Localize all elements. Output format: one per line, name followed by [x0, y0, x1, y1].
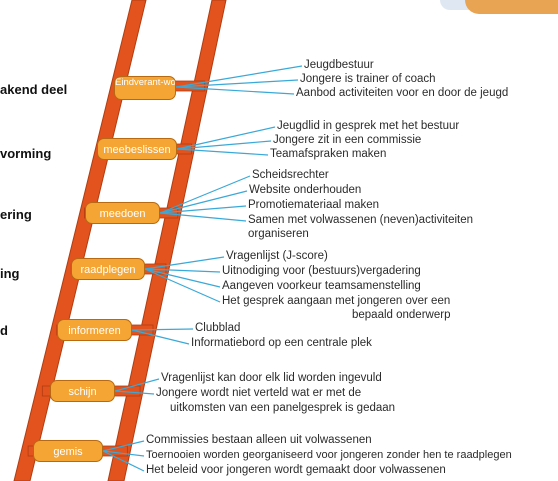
connector-line-6-2	[114, 390, 155, 395]
connector-line-3-2	[159, 190, 248, 214]
corner-decoration-light	[440, 0, 480, 10]
rung-label-schijn: schijn	[50, 380, 115, 402]
rung-label-raadplegen: raadplegen	[71, 258, 145, 280]
connector-line-7-1	[102, 440, 145, 452]
connector-line-4-2	[144, 268, 221, 273]
connector-line-2-2	[176, 140, 272, 150]
connector-line-7-3	[102, 450, 145, 472]
left-label-1: akend deel	[0, 82, 68, 97]
rung-label-gemis: gemis	[33, 440, 103, 462]
connector-line-5-2	[131, 329, 190, 345]
left-label-5: d	[0, 323, 8, 338]
desc-meedoen-3: Promotiemateriaal maken	[248, 199, 380, 211]
desc-meebeslissen-2: Jongere zit in een commissie	[273, 134, 422, 146]
connector-line-4-3	[144, 268, 221, 288]
desc-meedoen-5: organiseren	[248, 228, 309, 240]
connector-line-1-2	[175, 79, 299, 88]
ladder-right-rail	[107, 0, 227, 481]
desc-schijn-2: Jongere wordt niet verteld wat er met de	[156, 387, 362, 399]
desc-gemis-2: Toernooien worden georganiseerd voor jon…	[146, 449, 512, 461]
rung-label-informeren: informeren	[57, 319, 132, 341]
desc-eindverantwoordelijk-1: Jeugdbestuur	[304, 59, 374, 71]
ladder-left-rail	[13, 0, 147, 481]
left-label-3: ering	[0, 207, 32, 222]
connector-line-3-1	[159, 175, 251, 214]
corner-decoration	[465, 0, 558, 14]
connector-line-4-4	[144, 268, 221, 303]
desc-meedoen-2: Website onderhouden	[249, 184, 362, 196]
desc-eindverantwoordelijk-2: Jongere is trainer of coach	[300, 73, 436, 85]
connector-line-1-1	[175, 65, 303, 88]
desc-raadplegen-5: bepaald onderwerp	[352, 309, 451, 321]
desc-meebeslissen-3: Teamafspraken maken	[270, 148, 387, 160]
rung-label-eindverantwoordelijk: Eindverant-woordelijk	[114, 76, 176, 100]
desc-raadplegen-3: Aangeven voorkeur teamsamenstelling	[222, 280, 421, 292]
left-label-4: ing	[0, 266, 20, 281]
connector-line-2-1	[176, 126, 276, 150]
desc-meedoen-1: Scheidsrechter	[252, 169, 329, 181]
desc-meebeslissen-1: Jeugdlid in gesprek met het bestuur	[277, 120, 460, 132]
connector-line-2-3	[176, 148, 269, 156]
desc-eindverantwoordelijk-3: Aanbod activiteiten voor en door de jeug…	[296, 87, 509, 99]
desc-schijn-3: uitkomsten van een panelgesprek is gedaa…	[170, 402, 396, 414]
desc-informeren-1: Clubblad	[195, 322, 241, 334]
desc-meedoen-4: Samen met volwassenen (neven)activiteite…	[248, 214, 474, 226]
connector-line-7-2	[102, 450, 145, 457]
rung-label-meedoen: meedoen	[85, 202, 160, 224]
desc-informeren-2: Informatiebord op een centrale plek	[191, 337, 372, 349]
desc-schijn-1: Vragenlijst kan door elk lid worden inge…	[161, 372, 382, 384]
connector-line-5-1	[131, 328, 194, 331]
connector-line-1-3	[175, 86, 295, 95]
desc-raadplegen-1: Vragenlijst (J-score)	[226, 250, 328, 262]
connector-line-3-4	[159, 212, 247, 222]
rung-label-meebeslissen: meebeslissen	[97, 138, 177, 160]
connector-line-3-3	[159, 205, 247, 214]
desc-raadplegen-4: Het gesprek aangaan met jongeren over ee…	[222, 295, 451, 307]
left-label-2: vorming	[0, 146, 52, 161]
connector-line-6-1	[114, 378, 160, 392]
desc-gemis-3: Het beleid voor jongeren wordt gemaakt d…	[146, 464, 446, 476]
desc-gemis-1: Commissies bestaan alleen uit volwassene…	[146, 434, 372, 446]
desc-raadplegen-2: Uitnodiging voor (bestuurs)vergadering	[222, 265, 421, 277]
connector-line-4-1	[144, 256, 225, 270]
